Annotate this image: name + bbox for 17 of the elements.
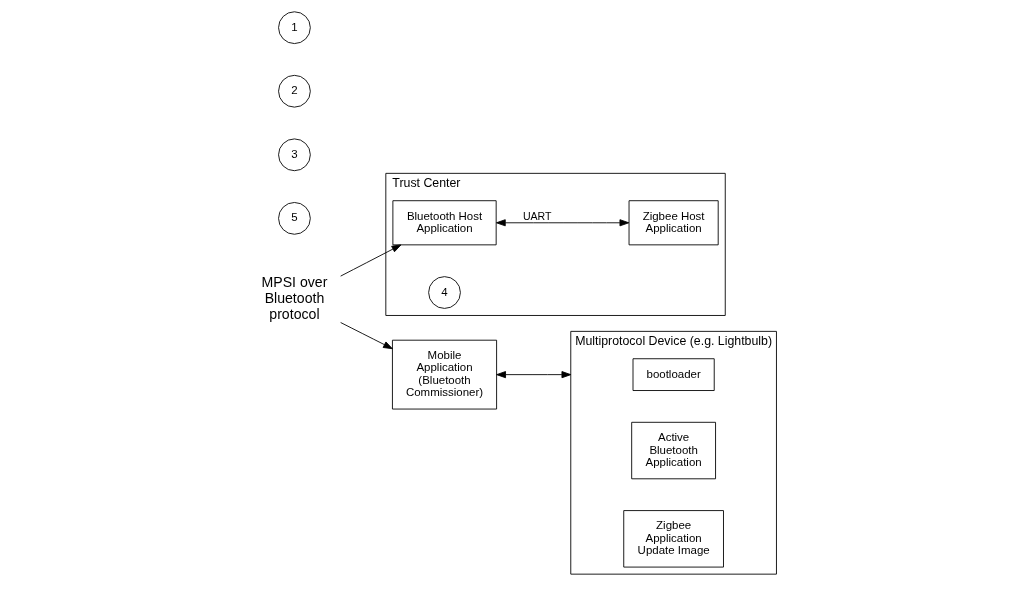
node-box: bootloader: [632, 358, 715, 391]
node-circle: 2: [278, 74, 311, 108]
edge-label: UART: [522, 209, 552, 222]
node-circle: 4: [428, 276, 461, 309]
arrow: [340, 322, 393, 350]
node-circle: 5: [278, 202, 311, 235]
node-box: Active Bluetooth Application: [631, 421, 716, 480]
node-circle: 3: [278, 138, 311, 172]
node-box: Mobile Application (Bluetooth Commissioner): [392, 339, 498, 410]
arrow: [496, 219, 630, 227]
node-box: Zigbee Host Application: [628, 200, 719, 246]
arrow: [496, 371, 572, 379]
arrow: [340, 244, 402, 277]
node-text: MPSI over Bluetooth protocol: [261, 274, 328, 322]
node-box: Zigbee Application Update Image: [623, 510, 724, 568]
node-circle: 1: [278, 11, 311, 44]
node-box: Bluetooth Host Application: [392, 200, 497, 246]
